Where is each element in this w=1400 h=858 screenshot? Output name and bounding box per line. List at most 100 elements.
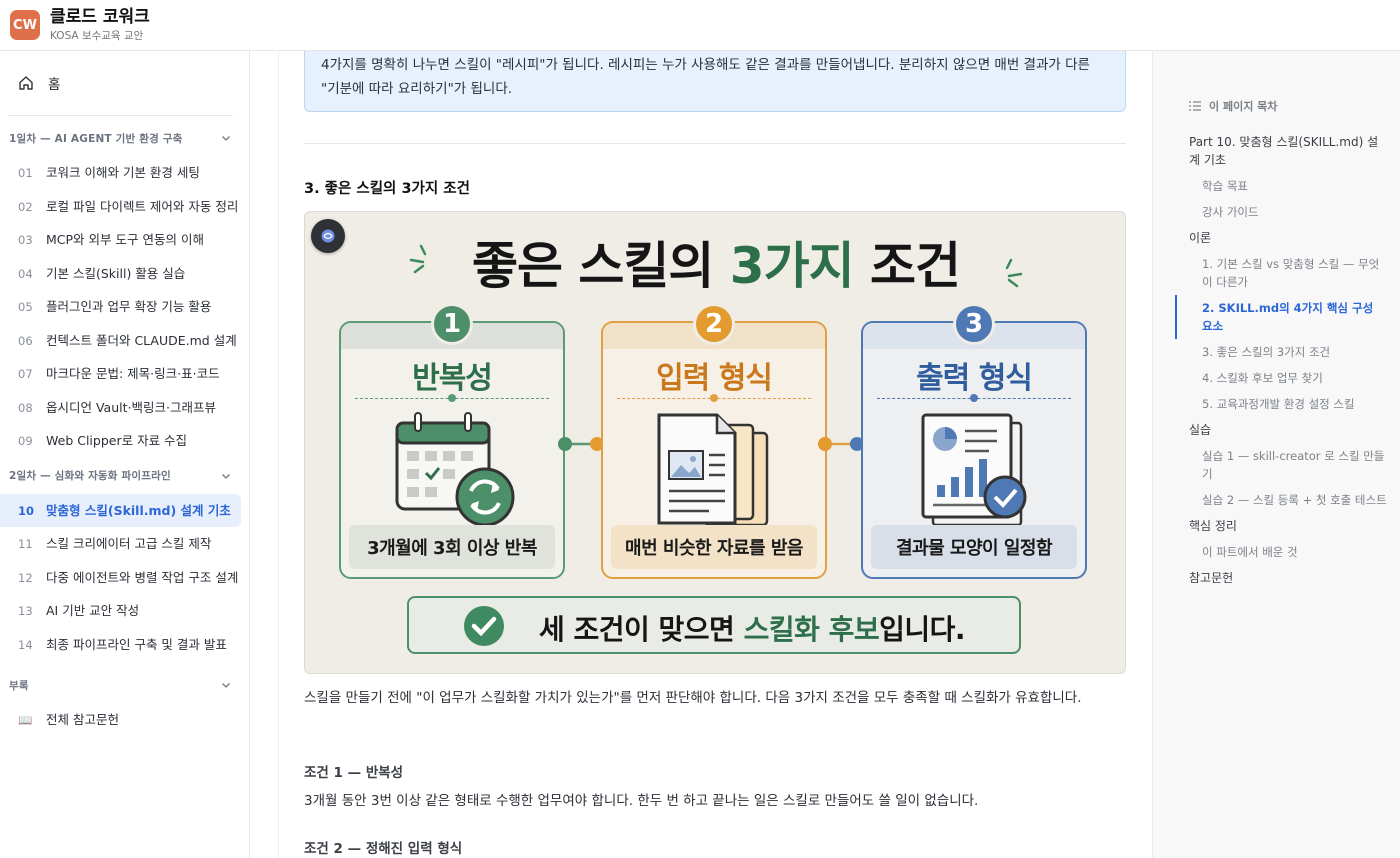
section-title: 1일차 — AI AGENT 기반 환경 구축: [9, 132, 183, 145]
sidebar-item-06[interactable]: 06 컨텍스트 폴더와 CLAUDE.md 설계: [0, 324, 249, 358]
chevron-down-icon: [222, 136, 230, 141]
toc-item-part10[interactable]: Part 10. 맞춤형 스킬(SKILL.md) 설계 기초: [1189, 135, 1379, 167]
toc-item-goals[interactable]: 학습 목표: [1202, 179, 1248, 193]
sidebar-home-label: 홈: [48, 77, 61, 93]
toc-item-theory-1[interactable]: 1. 기본 스킬 vs 맞춤형 스킬 — 무엇이 다른가: [1202, 257, 1380, 289]
figure-title: 좋은 스킬의 3가지 조건: [305, 226, 1125, 298]
sidebar-item-04[interactable]: 04 기본 스킬(Skill) 활용 실습: [0, 257, 249, 291]
section-title: 부록: [9, 679, 29, 692]
toc-item-theory-5[interactable]: 5. 교육과정개발 환경 설정 스킬: [1202, 397, 1355, 411]
item-label: 다중 에이전트와 병렬 작업 구조 설계: [46, 569, 239, 585]
toc-item-learned[interactable]: 이 파트에서 배운 것: [1202, 545, 1298, 559]
toc-list: Part 10. 맞춤형 스킬(SKILL.md) 설계 기초 학습 목표 강사…: [1175, 129, 1387, 591]
condition-2-heading: 조건 2 — 정해진 입력 형식: [304, 841, 463, 857]
item-num: 03: [18, 233, 33, 247]
sidebar-item-03[interactable]: 03 MCP와 외부 도구 연동의 이해: [0, 223, 249, 257]
item-label: 옵시디언 Vault·백링크·그래프뷰: [46, 399, 216, 415]
banner-text-post: 입니다.: [879, 613, 966, 646]
connector-2-3: [818, 437, 864, 451]
toc-header: 이 페이지 목차: [1189, 98, 1277, 114]
figure-title-pre: 좋은 스킬의: [471, 237, 730, 295]
banner-text-highlight: 스킬화 후보: [743, 613, 880, 646]
app-logo[interactable]: CW: [10, 10, 40, 40]
condition-1-text: 3개월 동안 3번 이상 같은 형태로 수행한 업무여야 합니다. 한두 번 하…: [304, 793, 979, 809]
toc-title: 이 페이지 목차: [1209, 100, 1278, 113]
info-callout: 4가지를 명확히 나누면 스킬이 "레시피"가 됩니다. 레시피는 누가 사용해…: [304, 51, 1126, 112]
app-subtitle: KOSA 보수교육 교안: [50, 30, 144, 43]
card-footer: 결과물 모양이 일정함: [871, 525, 1077, 569]
card-title: 출력 형식: [916, 361, 1033, 396]
card-title: 입력 형식: [656, 361, 773, 396]
app-title[interactable]: 클로드 코워크: [50, 7, 150, 27]
item-num: 12: [18, 570, 33, 585]
divider: [304, 143, 1126, 144]
top-bar: CW 클로드 코워크 KOSA 보수교육 교안: [0, 0, 1400, 51]
book-icon: 📖: [18, 713, 33, 727]
sidebar-section-day2[interactable]: 2일차 — 심화와 자동화 파이프라인: [0, 458, 249, 494]
sidebar-item-01[interactable]: 01 코워크 이해와 기본 환경 세팅: [0, 156, 249, 190]
item-num: 06: [18, 333, 33, 348]
item-label: 컨텍스트 폴더와 CLAUDE.md 설계: [46, 332, 237, 348]
sidebar-item-references[interactable]: 📖전체 참고문헌: [0, 703, 249, 737]
item-num: 02: [18, 199, 33, 214]
section-title: 2일차 — 심화와 자동화 파이프라인: [9, 470, 171, 482]
sidebar-item-08[interactable]: 08 옵시디언 Vault·백링크·그래프뷰: [0, 391, 249, 425]
section-heading: 3. 좋은 스킬의 3가지 조건: [304, 181, 470, 197]
ai-assistant-icon[interactable]: [311, 219, 345, 253]
condition-card-input-format: 2 입력 형식 매번 비슷한 자료를 받음: [601, 303, 827, 579]
toc-item-references[interactable]: 참고문헌: [1189, 571, 1234, 585]
sparkle-left-icon: [409, 244, 427, 274]
sidebar-section-day1[interactable]: 1일차 — AI AGENT 기반 환경 구축: [0, 120, 249, 156]
item-label: 코워크 이해와 기본 환경 세팅: [46, 165, 200, 180]
card-title: 반복성: [412, 361, 493, 396]
toc-item-summary[interactable]: 핵심 정리: [1189, 519, 1237, 533]
card-number: 3: [953, 303, 995, 345]
toc-item-practice-1[interactable]: 실습 1 — skill-creator 로 스킬 만들기: [1202, 449, 1385, 481]
chevron-down-icon: [222, 683, 230, 688]
sidebar-divider: [8, 115, 233, 116]
item-num: 08: [18, 400, 33, 415]
report-chart-icon: [921, 413, 1027, 527]
item-num: 04: [18, 266, 33, 281]
sidebar-home[interactable]: 홈: [0, 51, 249, 115]
list-icon: [1189, 101, 1201, 111]
intro-paragraph: 스킬을 만들기 전에 "이 업무가 스킬화할 가치가 있는가"를 먼저 판단해야…: [304, 690, 1082, 706]
item-num: 09: [18, 434, 33, 448]
toc-item-theory-4[interactable]: 4. 스킬화 후보 업무 찾기: [1202, 371, 1323, 385]
toc-item-instructor-guide[interactable]: 강사 가이드: [1202, 205, 1259, 219]
sidebar-section-appendix[interactable]: 부록: [0, 667, 249, 703]
item-label: 맞춤형 스킬(Skill.md) 설계 기초: [46, 502, 231, 518]
toc-item-theory-3[interactable]: 3. 좋은 스킬의 3가지 조건: [1202, 345, 1331, 359]
sidebar-item-10[interactable]: 10 맞춤형 스킬(Skill.md) 설계 기초: [0, 493, 241, 527]
item-label: MCP와 외부 도구 연동의 이해: [46, 232, 204, 247]
chevron-down-icon: [222, 473, 230, 479]
item-num: 01: [18, 166, 33, 180]
calendar-cycle-icon: [395, 412, 515, 527]
condition-card-output-format: 3 출력 형식 결과물 모양이 일정함: [861, 303, 1087, 579]
toc-item-theory-2[interactable]: 2. SKILL.md의 4가지 핵심 구성 요소: [1175, 295, 1387, 339]
toc-item-practice[interactable]: 실습: [1189, 423, 1212, 437]
item-num: 11: [18, 537, 33, 551]
article: 4가지를 명확히 나누면 스킬이 "레시피"가 됩니다. 레시피는 누가 사용해…: [278, 51, 1152, 858]
check-circle-icon: [464, 606, 504, 646]
home-icon: [19, 76, 33, 90]
sidebar-item-12[interactable]: 12 다중 에이전트와 병렬 작업 구조 설계: [0, 561, 249, 595]
item-num: 13: [18, 604, 33, 618]
banner-text-pre: 세 조건이 맞으면: [539, 613, 744, 646]
item-num: 05: [18, 300, 33, 314]
item-num: 10: [18, 503, 35, 518]
brain-icon: [321, 229, 335, 243]
main-content: 4가지를 명확히 나누면 스킬이 "레시피"가 됩니다. 레시피는 누가 사용해…: [250, 51, 1152, 858]
toc-item-practice-2[interactable]: 실습 2 — 스킬 등록 + 첫 호출 테스트: [1202, 493, 1387, 507]
item-label: 기본 스킬(Skill) 활용 실습: [46, 265, 186, 281]
toc-item-theory[interactable]: 이론: [1189, 231, 1212, 245]
condition-card-repetition: 1 반복성 3개월에 3회 이상 반복: [339, 303, 565, 579]
figure-title-post: 조건: [853, 237, 961, 295]
